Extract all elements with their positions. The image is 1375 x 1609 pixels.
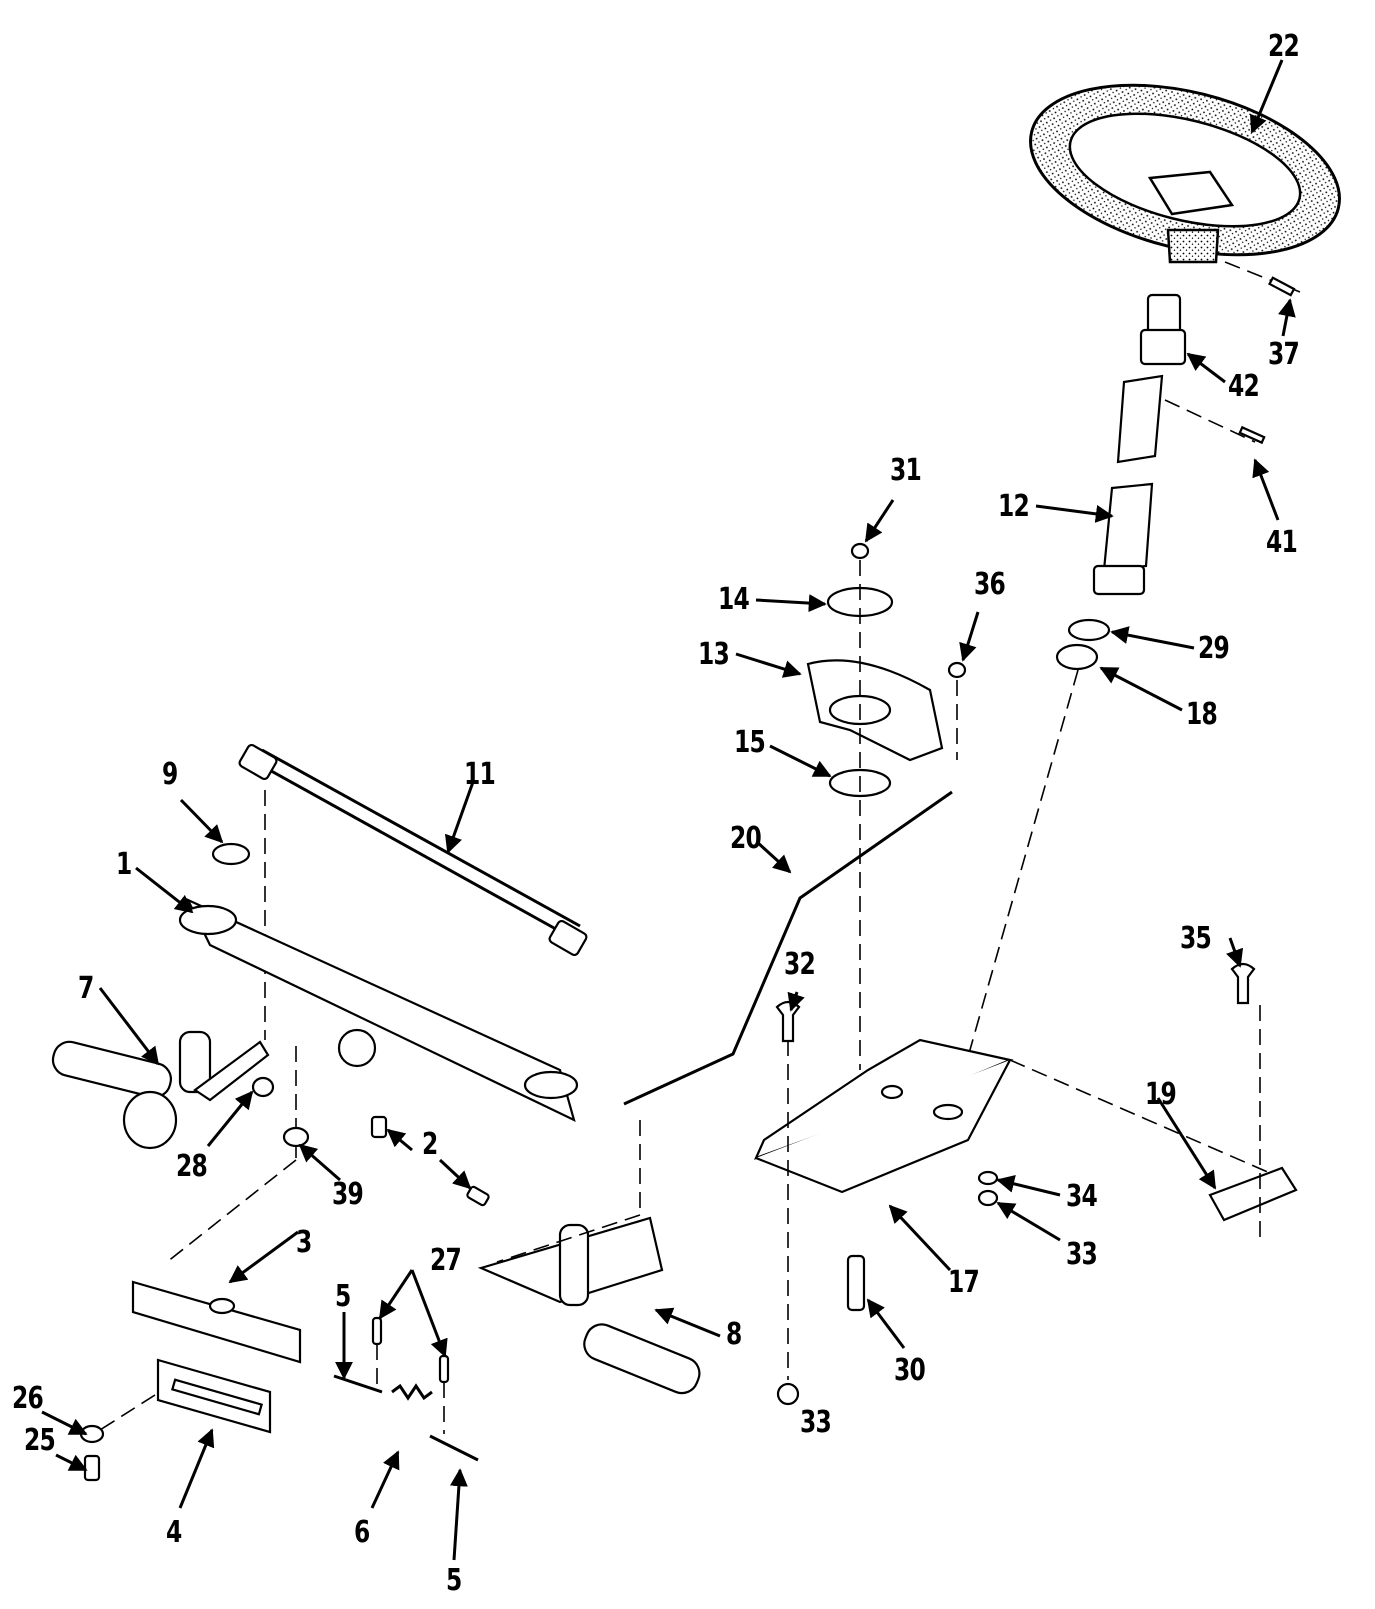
steering-wheel — [1029, 83, 1341, 264]
support-plate — [753, 1038, 1014, 1194]
tie-rod — [238, 743, 588, 957]
callout-17: 17 — [948, 1265, 980, 1300]
spindle-right — [477, 1216, 701, 1395]
pin-upper — [333, 1374, 383, 1394]
callout-15: 15 — [734, 725, 766, 760]
callout-34: 34 — [1066, 1179, 1098, 1214]
callout-5-lower: 5 — [446, 1563, 462, 1598]
callout-26: 26 — [12, 1381, 44, 1416]
axle-bracket — [131, 1280, 302, 1364]
callout-11: 11 — [464, 757, 496, 792]
callout-12: 12 — [998, 489, 1030, 524]
callout-6: 6 — [354, 1515, 370, 1550]
callout-27: 27 — [430, 1243, 462, 1278]
spindle-left — [51, 1030, 270, 1150]
callout-22: 22 — [1268, 29, 1300, 64]
callout-41: 41 — [1266, 525, 1298, 560]
callout-13: 13 — [698, 637, 730, 672]
callout-7: 7 — [78, 971, 94, 1006]
callout-32: 32 — [784, 947, 816, 982]
steering-adapter — [1139, 293, 1187, 366]
callout-2: 2 — [422, 1127, 438, 1162]
sector-gear — [806, 659, 944, 762]
callout-1: 1 — [116, 847, 132, 882]
callout-35: 35 — [1180, 921, 1212, 956]
callout-20: 20 — [730, 821, 762, 856]
pivot-bracket — [156, 1358, 272, 1434]
callout-19: 19 — [1145, 1077, 1177, 1112]
callout-25: 25 — [24, 1423, 56, 1458]
callout-33-right: 33 — [1066, 1237, 1098, 1272]
callout-14: 14 — [718, 582, 750, 617]
callout-18: 18 — [1186, 697, 1218, 732]
callout-3: 3 — [296, 1225, 312, 1260]
callout-4: 4 — [166, 1515, 182, 1550]
front-axle — [178, 897, 579, 1123]
callout-36: 36 — [974, 567, 1006, 602]
pin-lower — [429, 1434, 479, 1462]
callout-37: 37 — [1268, 337, 1300, 372]
callout-30: 30 — [894, 1353, 926, 1388]
callout-8: 8 — [726, 1317, 742, 1352]
drag-link — [623, 790, 953, 1106]
callout-42: 42 — [1228, 369, 1260, 404]
callout-33-bottom: 33 — [800, 1405, 832, 1440]
callout-5-upper: 5 — [335, 1279, 351, 1314]
steering-shaft — [1092, 374, 1164, 596]
callout-31: 31 — [890, 453, 922, 488]
callout-9: 9 — [162, 757, 178, 792]
leader-arrows — [41, 59, 1296, 1561]
callout-28: 28 — [176, 1149, 208, 1184]
callout-29: 29 — [1198, 631, 1230, 666]
callout-39: 39 — [332, 1177, 364, 1212]
